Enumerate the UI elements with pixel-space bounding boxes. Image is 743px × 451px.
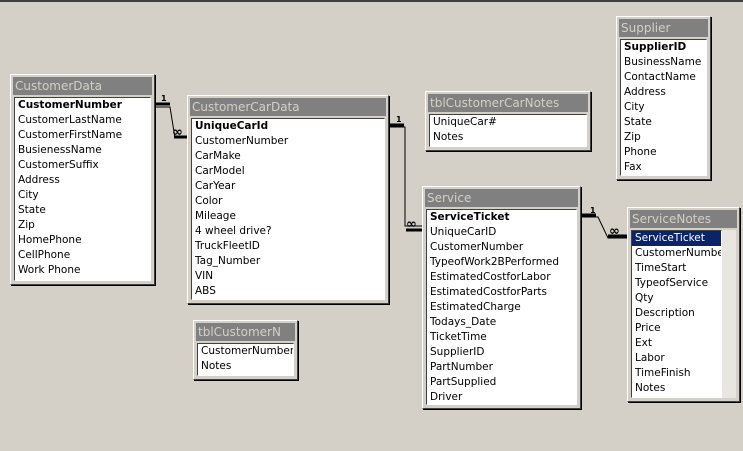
field-item[interactable]: CustomerLastName <box>18 114 122 126</box>
table-title[interactable]: Service <box>425 189 578 207</box>
field-item[interactable]: CarYear <box>195 180 236 192</box>
table-title[interactable]: ServiceNotes <box>630 210 737 228</box>
field-list[interactable]: UniqueCarId CustomerNumber CarMake CarMo… <box>191 118 385 300</box>
field-item-selected[interactable]: ServiceTicket <box>632 231 721 246</box>
field-item[interactable]: PartSupplied <box>430 376 497 388</box>
field-item[interactable]: EstimatedCostforLabor <box>430 271 551 283</box>
field-item[interactable]: TimeFinish <box>635 367 691 379</box>
field-item[interactable]: TimeStart <box>635 262 687 274</box>
field-item[interactable]: UniqueCarID <box>430 226 497 238</box>
field-item[interactable]: CarModel <box>195 165 245 177</box>
field-item[interactable]: VIN <box>195 270 214 282</box>
field-item[interactable]: TicketTime <box>430 331 487 343</box>
field-item[interactable]: CustomerNumber <box>201 345 293 357</box>
cardinality-one: 1 <box>161 94 167 103</box>
field-item[interactable]: Zip <box>624 131 641 143</box>
field-item[interactable]: Fax <box>624 161 642 173</box>
field-item[interactable]: Zip <box>18 219 35 231</box>
cardinality-many: ∞ <box>172 125 183 140</box>
field-item[interactable]: CustomerSuffix <box>18 159 99 171</box>
field-item[interactable]: HomePhone <box>18 234 82 246</box>
field-item[interactable]: Todays_Date <box>430 316 497 328</box>
field-item[interactable]: TypeofWork2BPerformed <box>430 256 560 268</box>
field-item[interactable]: CustomerNumber <box>430 241 524 253</box>
field-item[interactable]: CustomerNumber <box>195 135 289 147</box>
field-item[interactable]: ContactName <box>624 71 696 83</box>
field-item[interactable]: Labor <box>635 352 665 364</box>
field-item[interactable]: UniqueCar# <box>433 116 497 128</box>
field-item[interactable]: TypeofService <box>635 277 709 289</box>
field-list[interactable]: ServiceTicket UniqueCarID CustomerNumber… <box>426 209 577 405</box>
field-item-primary-key[interactable]: UniqueCarId <box>195 120 269 132</box>
field-item[interactable]: Notes <box>433 131 464 143</box>
field-item[interactable]: CustomerFirstName <box>18 129 123 141</box>
field-item[interactable]: PartNumber <box>430 361 493 373</box>
table-tbl-customer-n[interactable]: tblCustomerN CustomerNumber Notes <box>193 320 298 380</box>
table-service-notes[interactable]: ServiceNotes ServiceTicket CustomerNumbe… <box>627 207 740 402</box>
field-list[interactable]: CustomerNumber CustomerLastName Customer… <box>14 97 151 281</box>
table-title[interactable]: tblCustomerN <box>196 323 295 341</box>
field-item[interactable]: Address <box>18 174 60 186</box>
table-service[interactable]: Service ServiceTicket UniqueCarID Custom… <box>422 186 581 409</box>
field-item[interactable]: 4 wheel drive? <box>195 225 272 237</box>
field-item[interactable]: CellPhone <box>18 249 71 261</box>
table-customer-car-data[interactable]: CustomerCarData UniqueCarId CustomerNumb… <box>187 95 389 304</box>
field-list[interactable]: CustomerNumber Notes <box>197 343 294 376</box>
relationship-car-to-service <box>389 126 425 227</box>
field-item[interactable]: ABS <box>195 285 216 297</box>
field-list[interactable]: ServiceTicket CustomerNumber TimeStart T… <box>631 230 722 398</box>
field-item-primary-key[interactable]: SupplierID <box>624 41 687 53</box>
field-item[interactable]: Tag_Number <box>195 255 261 267</box>
field-item[interactable]: Price <box>635 322 661 334</box>
field-item[interactable]: Notes <box>635 382 666 394</box>
field-item[interactable]: Address <box>624 86 666 98</box>
cardinality-one: 1 <box>396 115 402 124</box>
table-title[interactable]: CustomerCarData <box>190 98 386 116</box>
field-item[interactable]: BusienessName <box>18 144 102 156</box>
relationship-service-to-servicenotes <box>580 216 630 239</box>
table-title[interactable]: tblCustomerCarNotes <box>428 94 588 112</box>
table-customer-data[interactable]: CustomerData CustomerNumber CustomerLast… <box>10 74 155 285</box>
table-title[interactable]: CustomerData <box>13 77 152 95</box>
table-title[interactable]: Supplier <box>619 19 708 37</box>
field-item[interactable]: Driver <box>430 391 463 403</box>
table-tbl-customer-car-notes[interactable]: tblCustomerCarNotes UniqueCar# Notes <box>425 91 591 151</box>
field-item[interactable]: TruckFleetID <box>195 240 260 252</box>
vertical-scrollbar[interactable] <box>722 230 736 398</box>
window-top-border <box>0 0 743 2</box>
field-item[interactable]: Description <box>635 307 695 319</box>
field-item-primary-key[interactable]: CustomerNumber <box>18 99 122 111</box>
field-item[interactable]: State <box>624 116 652 128</box>
field-item[interactable]: Phone <box>624 146 657 158</box>
cardinality-one: 1 <box>590 206 596 215</box>
field-item-primary-key[interactable]: ServiceTicket <box>430 211 510 223</box>
field-item[interactable]: Color <box>195 195 223 207</box>
cardinality-many: ∞ <box>406 217 417 232</box>
field-list[interactable]: UniqueCar# Notes <box>429 114 587 147</box>
field-item[interactable]: EstimatedCostforParts <box>430 286 548 298</box>
field-item[interactable]: State <box>18 204 46 216</box>
field-list[interactable]: SupplierID BusinessName ContactName Addr… <box>620 39 707 176</box>
field-item[interactable]: Mileage <box>195 210 236 222</box>
field-item[interactable]: City <box>624 101 645 113</box>
field-item[interactable]: Ext <box>635 337 652 349</box>
field-item[interactable]: CarMake <box>195 150 241 162</box>
field-item[interactable]: CustomerNumber <box>635 247 721 259</box>
field-item[interactable]: Qty <box>635 292 654 304</box>
field-item[interactable]: Work Phone <box>18 264 81 276</box>
field-item[interactable]: BusinessName <box>624 56 702 68</box>
field-item[interactable]: Notes <box>201 360 232 372</box>
table-supplier[interactable]: Supplier SupplierID BusinessName Contact… <box>616 16 711 180</box>
cardinality-many: ∞ <box>609 224 620 239</box>
field-item[interactable]: City <box>18 189 39 201</box>
field-item[interactable]: EstimatedCharge <box>430 301 521 313</box>
field-item[interactable]: SupplierID <box>430 346 485 358</box>
